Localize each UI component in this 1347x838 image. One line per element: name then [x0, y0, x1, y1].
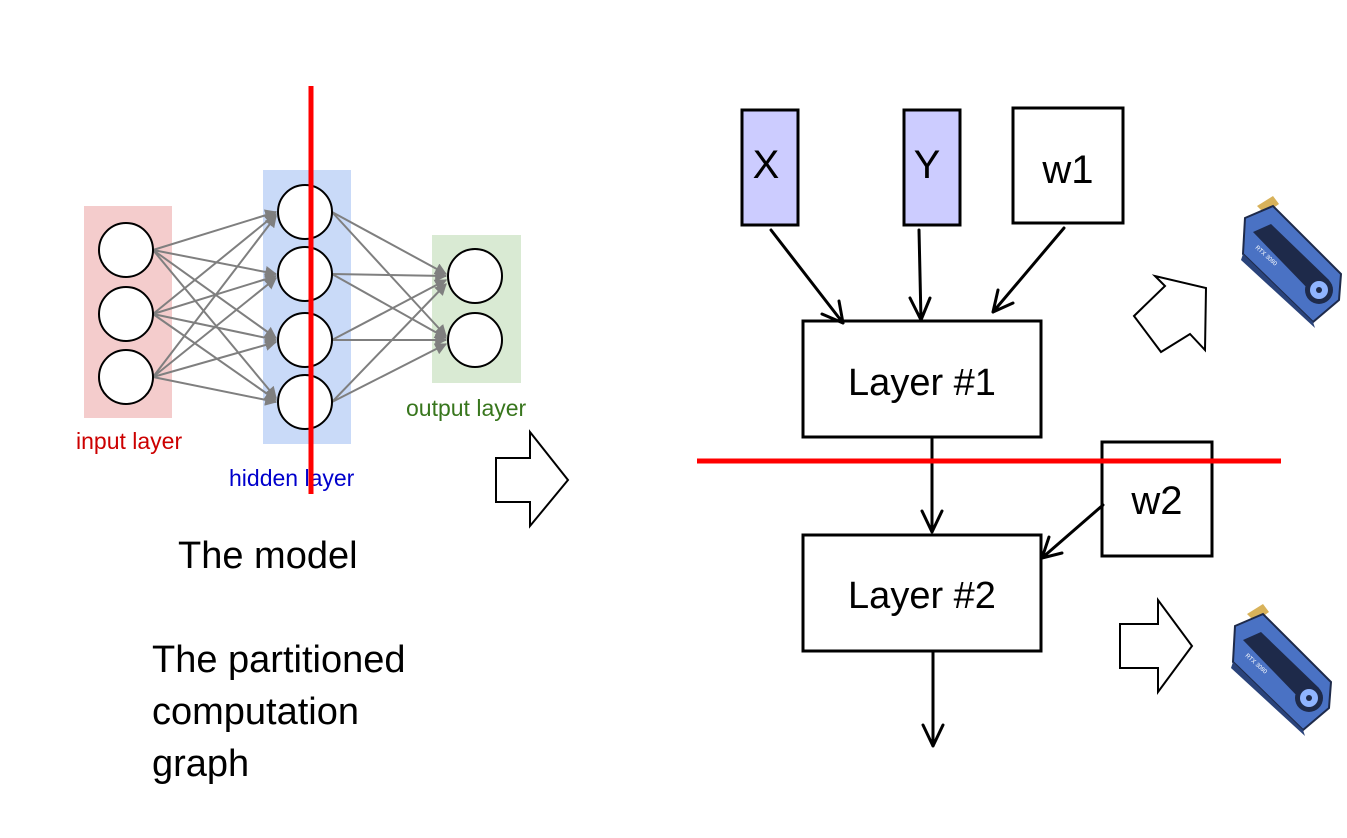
- input-node: [98, 286, 154, 342]
- graph-caption-line: computation: [152, 691, 360, 733]
- input-node: [98, 222, 154, 278]
- layer1-label: Layer #1: [848, 362, 996, 404]
- block-arrow-right: [495, 429, 570, 529]
- gpu-icon: RTX 3080: [1231, 604, 1333, 736]
- output-node: [447, 312, 503, 368]
- x-input-box: [740, 108, 800, 227]
- w1-weight-label: w1: [1041, 148, 1093, 192]
- y-input-label: Y: [914, 143, 941, 187]
- hidden-node: [277, 312, 333, 368]
- layer1-box: [801, 319, 1043, 439]
- block-arrow-right-2: [1119, 596, 1194, 696]
- hidden-layer-label: hidden layer: [229, 465, 355, 491]
- neural-network: input layer hidden layer output layer: [76, 86, 527, 494]
- graph-edges: [769, 226, 1105, 748]
- input-node: [98, 349, 154, 405]
- hidden-node: [277, 246, 333, 302]
- x-input-label: X: [753, 143, 780, 187]
- edge-x-to-layer1: [769, 228, 845, 325]
- edge-layer1-to-layer2: [920, 437, 944, 534]
- output-node: [447, 248, 503, 304]
- input-layer-label: input layer: [76, 428, 182, 454]
- computation-graph: X Y w1 Layer #1 w2 Layer #2: [697, 106, 1281, 748]
- edge-y-to-layer1: [908, 228, 932, 322]
- w1-weight-box: [1011, 106, 1125, 225]
- layer2-label: Layer #2: [848, 575, 996, 617]
- model-caption: The model: [178, 535, 358, 577]
- gpu-icon: RTX 3080: [1241, 196, 1343, 328]
- block-arrow-up-right: [1132, 274, 1208, 354]
- nn-edges: [152, 209, 448, 406]
- graph-caption: The partitioned computation graph: [152, 634, 482, 790]
- w2-weight-label: w2: [1130, 479, 1182, 523]
- y-input-box: [902, 108, 962, 227]
- graph-caption-line: The partitioned: [152, 639, 406, 681]
- edge-w2-to-layer2: [1040, 503, 1105, 560]
- layer2-box: [801, 533, 1043, 653]
- edge-w1-to-layer1: [991, 226, 1066, 314]
- edge-layer2-output: [921, 650, 945, 748]
- hidden-node: [277, 184, 333, 240]
- hidden-node: [277, 374, 333, 430]
- graph-caption-line: graph: [152, 743, 250, 785]
- nn-nodes: [98, 184, 503, 430]
- output-layer-label: output layer: [406, 395, 527, 421]
